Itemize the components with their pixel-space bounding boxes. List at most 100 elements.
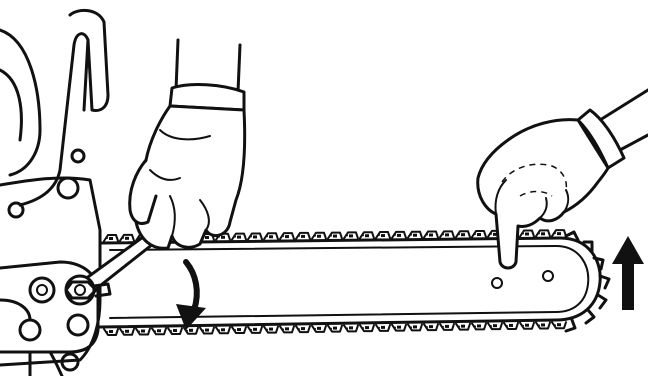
chain-rivet — [509, 323, 513, 327]
chain-link — [471, 230, 487, 239]
chain-nose — [564, 230, 611, 333]
chain-rivet — [157, 329, 161, 333]
chain-link — [151, 327, 167, 336]
chain-link — [519, 229, 535, 238]
right-hand-glove — [476, 88, 648, 270]
chain-link — [343, 231, 359, 240]
chain-rivet — [237, 235, 241, 239]
guide-bar — [98, 236, 602, 329]
chain-link — [311, 324, 327, 333]
chain-link — [375, 323, 391, 332]
bar-hole — [542, 270, 554, 282]
chain-link — [455, 230, 471, 239]
chain-rivet — [237, 328, 241, 332]
chain-rivet — [189, 328, 193, 332]
chain-rivet — [461, 233, 465, 237]
chain-rivet — [253, 235, 257, 239]
chain-link — [439, 322, 455, 331]
chain-link — [391, 323, 407, 332]
chain-rivet — [333, 326, 337, 330]
chain-rivet — [253, 327, 257, 331]
chain-rivet — [141, 329, 145, 333]
chain-rivet — [429, 325, 433, 329]
chain-link — [535, 229, 551, 238]
body-knob — [56, 176, 80, 200]
chain-rivet — [445, 324, 449, 328]
chain-link — [327, 231, 343, 240]
arrow-up-icon — [612, 236, 644, 310]
chain-link — [359, 231, 375, 240]
chain-link — [551, 321, 567, 330]
chain-rivet — [493, 232, 497, 236]
chain-rivet — [317, 234, 321, 238]
chain-rivet — [221, 328, 225, 332]
chain-rivet — [525, 323, 529, 327]
chain-link — [279, 325, 295, 334]
chain-link — [119, 327, 135, 336]
chain-link — [183, 326, 199, 335]
chain-link — [167, 327, 183, 336]
chain-link — [119, 233, 135, 242]
left-hand-glove — [128, 38, 247, 250]
chain-rivet — [125, 236, 129, 240]
chain-rivet — [269, 327, 273, 331]
chain-rivet — [477, 324, 481, 328]
chain-rivet — [413, 325, 417, 329]
chain-rivet — [541, 232, 545, 236]
chain-link — [103, 234, 119, 242]
chain-rivet — [205, 328, 209, 332]
chain-link — [231, 232, 247, 241]
chain-rivet — [109, 330, 113, 333]
chain-link — [423, 230, 439, 239]
chain-link — [359, 324, 375, 333]
chain-link — [343, 324, 359, 333]
chain-link — [279, 232, 295, 241]
chain-rivet — [205, 235, 209, 239]
chain-rivet — [349, 234, 353, 238]
chain-rivet — [525, 232, 529, 236]
chain-link — [375, 231, 391, 240]
chain-link — [263, 232, 279, 241]
chain-link — [407, 230, 423, 239]
chain-rivet — [429, 233, 433, 237]
chain-rivet — [445, 233, 449, 237]
chain-link — [327, 324, 343, 333]
rotation-arrow-icon — [176, 259, 206, 330]
chain-link — [503, 321, 519, 330]
chain-rivet — [125, 329, 129, 333]
chain-link — [487, 322, 503, 331]
chain-rivet — [365, 326, 369, 330]
chain-rivet — [173, 329, 177, 333]
chain-link — [231, 326, 247, 335]
chain-rivet — [381, 325, 385, 329]
chain-link — [391, 230, 407, 239]
chain-rivet — [365, 234, 369, 238]
chain-rivet — [381, 234, 385, 238]
bar-hole — [491, 277, 503, 289]
chain-link — [535, 321, 551, 330]
chain-rivet — [557, 323, 561, 327]
chain-link — [471, 322, 487, 331]
chain-rivet — [301, 234, 305, 238]
chain-link — [455, 322, 471, 331]
chain-rivet — [461, 324, 465, 328]
chain-rivet — [541, 323, 545, 327]
chain-rivet — [317, 326, 321, 330]
chain-link — [551, 229, 567, 238]
chain-link — [199, 326, 215, 335]
chain-rivet — [557, 232, 561, 236]
chain-link — [311, 231, 327, 240]
chain-rivet — [109, 237, 113, 240]
chain-link — [295, 231, 311, 240]
chain-rivet — [397, 233, 401, 237]
chain-rivet — [349, 326, 353, 330]
wrench — [64, 230, 160, 306]
chain-rivet — [269, 235, 273, 239]
chain-rivet — [285, 235, 289, 239]
chain-rivet — [493, 324, 497, 328]
chain-rivet — [333, 234, 337, 238]
chain-link — [263, 325, 279, 334]
chain-link — [439, 230, 455, 239]
